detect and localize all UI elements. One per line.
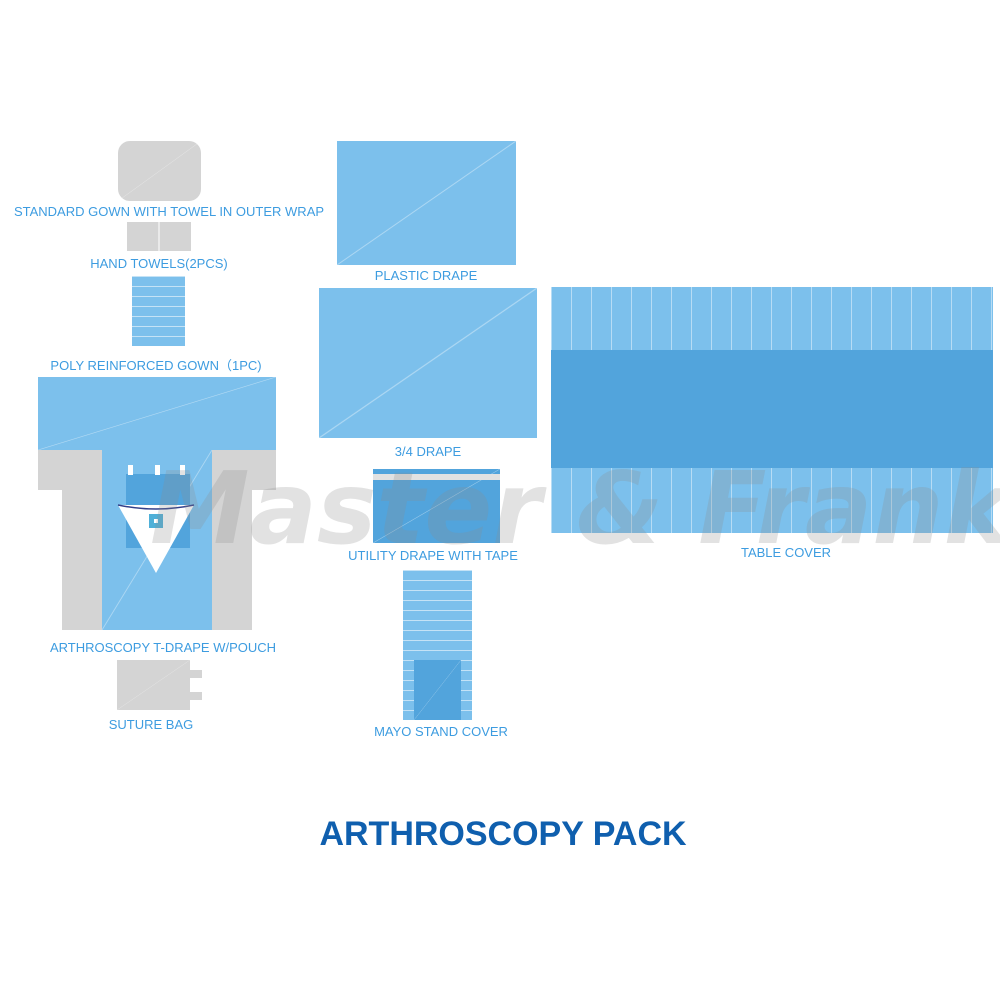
- utility-drape-label: UTILITY DRAPE WITH TAPE: [348, 548, 518, 563]
- plastic-drape-label: PLASTIC DRAPE: [374, 268, 478, 283]
- poly-gown-illustration: [132, 276, 185, 346]
- three-quarter-drape-illustration: [319, 288, 537, 438]
- suture-bag-label: SUTURE BAG: [108, 717, 194, 732]
- page-title: ARTHROSCOPY PACK: [319, 815, 687, 853]
- t-drape-label: ARTHROSCOPY T-DRAPE W/POUCH: [49, 640, 277, 655]
- poly-gown-label: POLY REINFORCED GOWN（1PC): [50, 358, 262, 373]
- table-cover-label: TABLE COVER: [740, 545, 832, 560]
- suture-bag-illustration: [117, 660, 190, 710]
- t-drape-illustration: [38, 377, 276, 630]
- gown-wrap-illustration: [118, 141, 201, 201]
- hand-towels-label: HAND TOWELS(2PCS): [90, 256, 228, 271]
- gown-wrap-label: STANDARD GOWN WITH TOWEL IN OUTER WRAP: [13, 204, 325, 219]
- hand-towels-illustration: [127, 222, 191, 251]
- table-cover-illustration: [551, 287, 993, 533]
- pouch-icon: [117, 504, 195, 573]
- plastic-drape-illustration: [337, 141, 516, 265]
- mayo-stand-cover-label: MAYO STAND COVER: [374, 724, 508, 739]
- three-quarter-drape-label: 3/4 DRAPE: [394, 444, 462, 459]
- utility-drape-illustration: [373, 469, 500, 543]
